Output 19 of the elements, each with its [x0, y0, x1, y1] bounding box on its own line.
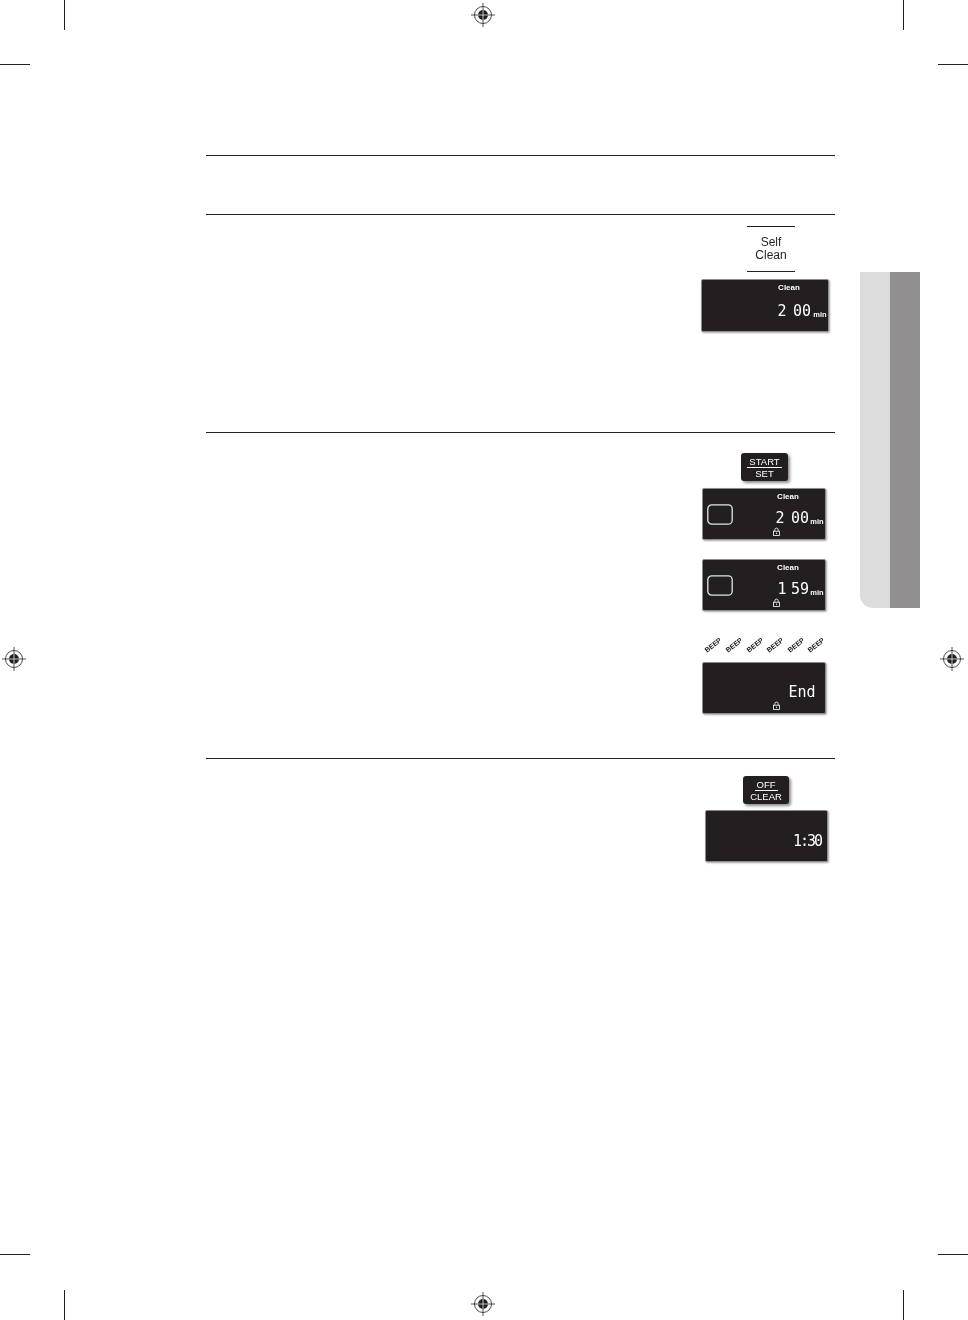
digit-readout: 00: [792, 303, 812, 319]
digit-readout: End: [788, 684, 816, 700]
display-panel: [701, 279, 829, 332]
digit-readout: 59: [790, 581, 810, 597]
control-button: OFF CLEAR: [743, 776, 789, 804]
indicator-text: Clean: [777, 564, 799, 572]
display-panel: [705, 810, 828, 862]
digit-readout: 2: [775, 510, 785, 526]
display-panel: [702, 559, 826, 611]
indicator-text: Clean: [777, 493, 799, 501]
control-button: START SET: [741, 453, 788, 481]
digit-readout: 1: [777, 581, 787, 597]
digit-readout: 00: [790, 510, 810, 526]
digit-readout: 2: [777, 303, 787, 319]
control-button: Self Clean: [747, 226, 795, 272]
digit-readout: 1:30: [792, 833, 822, 849]
display-panel: [702, 662, 826, 714]
display-panel: [702, 488, 826, 540]
indicator-text: Clean: [778, 284, 800, 292]
